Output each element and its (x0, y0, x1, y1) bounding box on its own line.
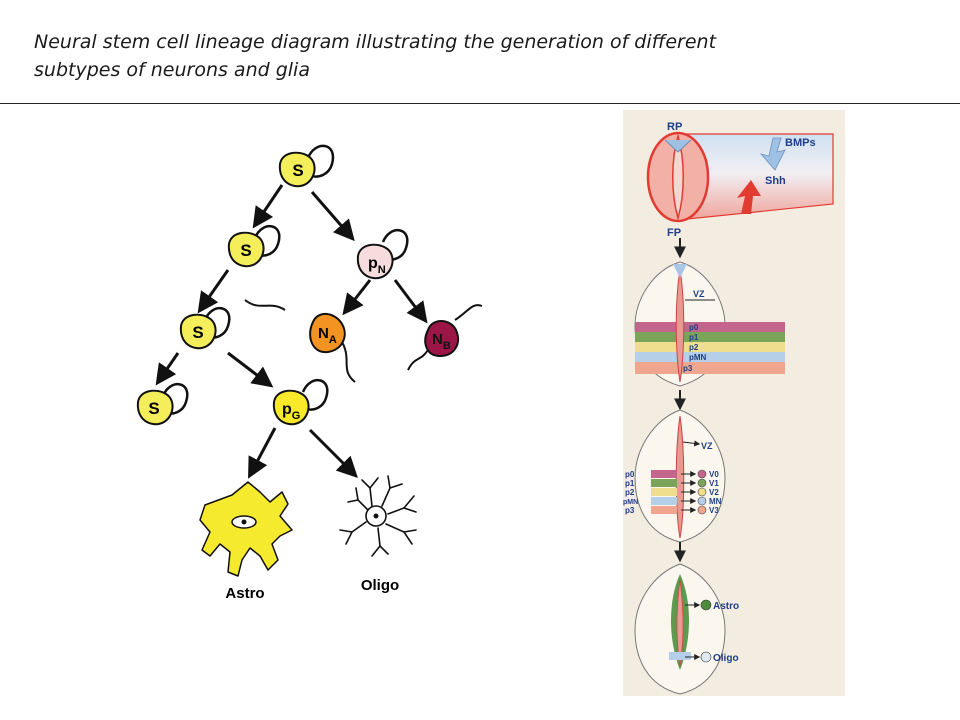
output-v1: V1 (709, 479, 719, 488)
domain-1-p1: p1 (689, 333, 699, 342)
oligo-label: Oligo (361, 577, 399, 594)
stem-cell-1-label: S (292, 161, 303, 180)
na-subscript: A (329, 334, 337, 346)
na-main-label: N (318, 325, 329, 342)
pg-main-label: p (282, 401, 292, 418)
pn-subscript: N (378, 264, 386, 276)
shh-label: Shh (765, 175, 786, 187)
self-renewal-loops (161, 144, 409, 415)
domain-1-p0: p0 (689, 323, 699, 332)
domain-2-p0: p0 (625, 470, 635, 479)
domain-2-p3: p3 (625, 506, 635, 515)
domain-2-p2: p2 (625, 488, 635, 497)
pg-subscript: G (292, 410, 301, 422)
neuron-b: NB (407, 304, 483, 371)
rp-label: RP (667, 121, 682, 133)
stem-cell-2: S (227, 231, 265, 268)
stem-cell-2-label: S (240, 241, 251, 260)
neural-tube-section-domains: VZ p0 p1 p2 pMN p3 (634, 261, 785, 387)
domain-2-pmn: pMN (623, 499, 638, 506)
neural-tube-section-glia: Astro Oligo (634, 563, 739, 695)
tube-astro-label: Astro (713, 601, 739, 612)
neural-tube-panel: RP FP BMPs Shh VZ p0 p1 p2 pMN p3 VZ p0 (623, 110, 845, 696)
domain-1-pmn: pMN (689, 353, 707, 362)
oligodendrocyte-cell: Oligo (339, 475, 417, 594)
vz-label-2: VZ (701, 441, 713, 451)
neural-tube-cylinder: RP FP BMPs Shh (646, 121, 834, 239)
domain-1-p3: p3 (683, 364, 693, 373)
output-v3: V3 (709, 506, 719, 515)
glial-progenitor-cell: pG (272, 389, 310, 426)
astrocyte-cell: Astro (199, 481, 293, 602)
fp-label: FP (667, 227, 681, 239)
stem-cell-3-label: S (192, 323, 203, 342)
domain-1-p2: p2 (689, 343, 699, 352)
vz-label-1: VZ (693, 289, 705, 299)
tube-oligo-label: Oligo (713, 653, 739, 664)
slide-title: Neural stem cell lineage diagram illustr… (34, 28, 934, 84)
stem-cell-4: S (136, 389, 174, 426)
neural-tube-section-outputs: VZ p0 p1 p2 pMN p3 V0 V1 V2 MN V3 (623, 409, 726, 543)
svg-text:NB: NB (432, 331, 451, 352)
domain-2-p1: p1 (625, 479, 635, 488)
lineage-arrows (155, 184, 428, 479)
svg-text:NA: NA (318, 325, 337, 346)
title-line-2: subtypes of neurons and glia (34, 59, 310, 81)
output-v0: V0 (709, 470, 719, 479)
stem-cell-3: S (179, 313, 217, 350)
title-divider (0, 103, 960, 104)
bmps-label: BMPs (785, 137, 816, 149)
output-mn: MN (709, 497, 722, 506)
neuron-a: NA (244, 299, 356, 383)
nb-subscript: B (443, 340, 451, 352)
output-v2: V2 (709, 488, 719, 497)
title-line-1: Neural stem cell lineage diagram illustr… (34, 31, 717, 53)
lineage-diagram: S S S S pN NA NB pG Astro (136, 144, 483, 602)
svg-text:pN: pN (368, 255, 386, 276)
neuronal-progenitor-cell: pN (356, 243, 394, 280)
stem-cell-4-label: S (148, 399, 159, 418)
astro-label: Astro (225, 585, 264, 602)
stem-cell-1: S (278, 151, 316, 188)
svg-text:pG: pG (282, 401, 300, 422)
nb-main-label: N (432, 331, 443, 348)
pn-main-label: p (368, 255, 378, 272)
